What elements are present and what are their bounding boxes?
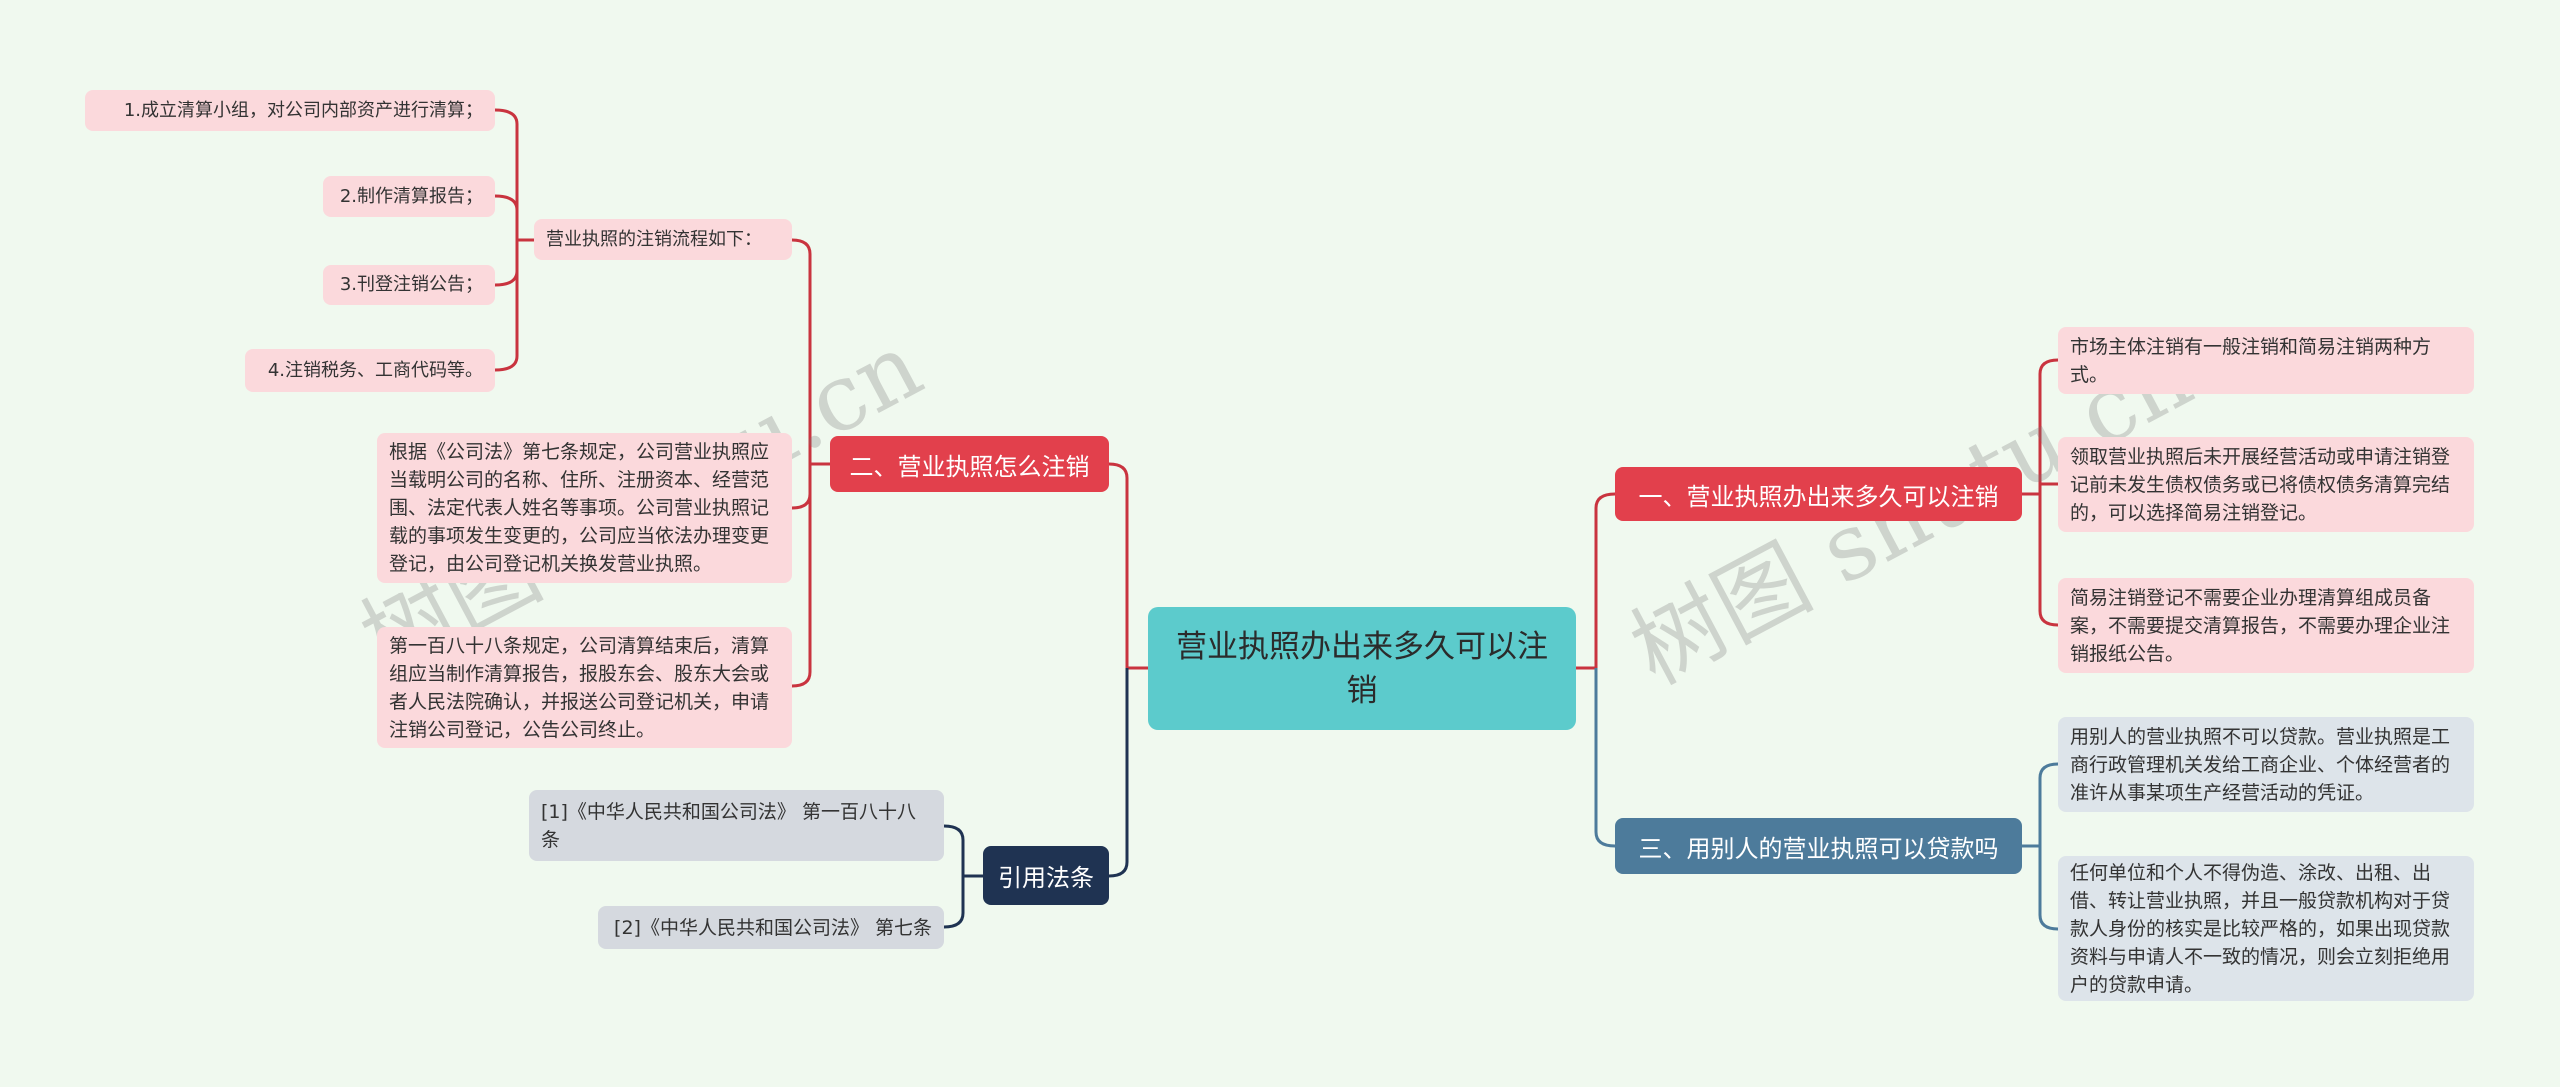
leaf-text: 3.刊登注销公告； bbox=[339, 274, 483, 295]
references-branch[interactable]: 引用法条 bbox=[983, 846, 1109, 905]
process-step[interactable]: 4.注销税务、工商代码等。 bbox=[245, 349, 495, 392]
leaf-text: 营业执照的注销流程如下： bbox=[546, 228, 762, 250]
leaf-node[interactable]: 领取营业执照后未开展经营活动或申请注销登记前未发生债权债务或已将债权债务清算完结… bbox=[2058, 437, 2474, 532]
leaf-text: 用别人的营业执照不可以贷款。营业执照是工商行政管理机关发给工商企业、个体经营者的… bbox=[2070, 725, 2451, 804]
leaf-node[interactable]: 用别人的营业执照不可以贷款。营业执照是工商行政管理机关发给工商企业、个体经营者的… bbox=[2058, 717, 2474, 812]
leaf-node[interactable]: 根据《公司法》第七条规定，公司营业执照应当载明公司的名称、住所、注册资本、经营范… bbox=[377, 433, 792, 583]
reference-text: [1]《中华人民共和国公司法》 第一百八十八条 bbox=[541, 800, 916, 851]
leaf-node[interactable]: 简易注销登记不需要企业办理清算组成员备案，不需要提交清算报告，不需要办理企业注销… bbox=[2058, 578, 2474, 673]
leaf-text: 领取营业执照后未开展经营活动或申请注销登记前未发生债权债务或已将债权债务清算完结… bbox=[2070, 445, 2451, 524]
central-topic[interactable]: 营业执照办出来多久可以注销 bbox=[1148, 607, 1576, 730]
process-step[interactable]: 1.成立清算小组，对公司内部资产进行清算； bbox=[85, 90, 495, 131]
branch-1[interactable]: 一、营业执照办出来多久可以注销 bbox=[1615, 467, 2022, 521]
leaf-text: 第一百八十八条规定，公司清算结束后，清算组应当制作清算报告，报股东会、股东大会或… bbox=[389, 634, 770, 741]
process-node[interactable]: 营业执照的注销流程如下： bbox=[534, 219, 792, 260]
central-topic-label: 营业执照办出来多久可以注销 bbox=[1176, 628, 1548, 709]
leaf-text: 简易注销登记不需要企业办理清算组成员备案，不需要提交清算报告，不需要办理企业注销… bbox=[2070, 586, 2451, 665]
reference-item[interactable]: [2]《中华人民共和国公司法》 第七条 bbox=[598, 906, 944, 949]
branch-3[interactable]: 三、用别人的营业执照可以贷款吗 bbox=[1615, 818, 2022, 874]
leaf-text: 2.制作清算报告； bbox=[339, 185, 483, 207]
reference-text: [2]《中华人民共和国公司法》 第七条 bbox=[614, 916, 932, 939]
process-step[interactable]: 3.刊登注销公告； bbox=[323, 265, 495, 305]
branch-label: 引用法条 bbox=[998, 864, 1094, 892]
leaf-node[interactable]: 第一百八十八条规定，公司清算结束后，清算组应当制作清算报告，报股东会、股东大会或… bbox=[377, 627, 792, 748]
process-step[interactable]: 2.制作清算报告； bbox=[323, 176, 495, 217]
leaf-text: 任何单位和个人不得伪造、涂改、出租、出借、转让营业执照，并且一般贷款机构对于贷款… bbox=[2070, 861, 2451, 996]
branch-label: 一、营业执照办出来多久可以注销 bbox=[1638, 482, 1999, 511]
branch-label: 三、用别人的营业执照可以贷款吗 bbox=[1638, 834, 1999, 863]
leaf-node[interactable]: 任何单位和个人不得伪造、涂改、出租、出借、转让营业执照，并且一般贷款机构对于贷款… bbox=[2058, 856, 2474, 1001]
leaf-node[interactable]: 市场主体注销有一般注销和简易注销两种方式。 bbox=[2058, 327, 2474, 394]
branch-label: 二、营业执照怎么注销 bbox=[849, 452, 1090, 481]
leaf-text: 1.成立清算小组，对公司内部资产进行清算； bbox=[123, 99, 483, 121]
leaf-text: 根据《公司法》第七条规定，公司营业执照应当载明公司的名称、住所、注册资本、经营范… bbox=[389, 441, 770, 575]
leaf-text: 4.注销税务、工商代码等。 bbox=[267, 359, 483, 381]
reference-item[interactable]: [1]《中华人民共和国公司法》 第一百八十八条 bbox=[529, 790, 944, 861]
leaf-text: 市场主体注销有一般注销和简易注销两种方式。 bbox=[2070, 335, 2432, 386]
branch-2[interactable]: 二、营业执照怎么注销 bbox=[830, 436, 1109, 492]
